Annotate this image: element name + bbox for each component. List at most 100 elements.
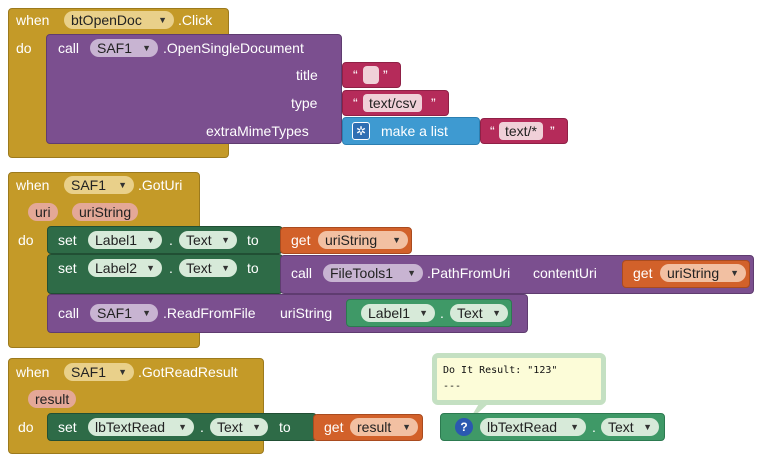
component-label: Label1 bbox=[95, 232, 138, 248]
dropdown-arrow-icon: ▼ bbox=[221, 263, 230, 273]
set-block-label1-text[interactable] bbox=[47, 226, 283, 254]
dropdown-arrow-icon: ▼ bbox=[492, 308, 501, 318]
event-name: .GotUri bbox=[138, 177, 183, 193]
dropdown-arrow-icon: ▼ bbox=[570, 422, 579, 432]
dropdown-arrow-icon: ▼ bbox=[392, 235, 401, 245]
text-value-empty[interactable] bbox=[363, 66, 379, 84]
dropdown-arrow-icon: ▼ bbox=[158, 15, 167, 25]
get-keyword: get bbox=[291, 232, 311, 248]
method-name: .OpenSingleDocument bbox=[163, 40, 304, 56]
set-keyword: set bbox=[58, 232, 77, 248]
component-dropdown-saf1[interactable]: SAF1 ▼ bbox=[64, 176, 134, 194]
variable-label: result bbox=[357, 419, 392, 435]
when-keyword: when bbox=[16, 177, 50, 193]
component-dropdown-label1[interactable]: Label1 ▼ bbox=[88, 231, 162, 249]
dot-separator: . bbox=[169, 232, 173, 248]
dropdown-arrow-icon: ▼ bbox=[730, 268, 739, 278]
do-it-result-bubble: Do It Result: "123" --- bbox=[432, 353, 606, 405]
dot-separator: . bbox=[200, 419, 204, 435]
arg-label-extramimetypes: extraMimeTypes bbox=[206, 123, 309, 139]
set-block-label2-text[interactable] bbox=[47, 254, 283, 294]
component-label: SAF1 bbox=[97, 305, 133, 321]
quote-close: ” bbox=[431, 95, 436, 111]
call-keyword: call bbox=[58, 305, 80, 321]
make-a-list-label: make a list bbox=[381, 123, 448, 139]
get-keyword: get bbox=[324, 419, 344, 435]
dropdown-arrow-icon: ▼ bbox=[643, 422, 652, 432]
call-keyword: call bbox=[291, 265, 313, 281]
component-dropdown-lbtextread[interactable]: lbTextRead ▼ bbox=[88, 418, 194, 436]
to-keyword: to bbox=[279, 419, 291, 435]
dropdown-arrow-icon: ▼ bbox=[178, 422, 187, 432]
component-label: Label2 bbox=[95, 260, 138, 276]
gear-icon[interactable]: ✲ bbox=[352, 122, 370, 140]
arg-label-uristring: uriString bbox=[280, 305, 333, 321]
component-dropdown-lbtextread[interactable]: lbTextRead ▼ bbox=[480, 418, 586, 436]
param-uristring[interactable]: uriString bbox=[72, 203, 139, 221]
component-label: Label1 bbox=[368, 305, 411, 321]
component-label: btOpenDoc bbox=[71, 12, 142, 28]
variable-dropdown-result[interactable]: result ▼ bbox=[350, 418, 418, 436]
component-label: lbTextRead bbox=[487, 419, 558, 435]
dropdown-arrow-icon: ▼ bbox=[146, 263, 155, 273]
event-name: .Click bbox=[178, 12, 213, 28]
dropdown-arrow-icon: ▼ bbox=[419, 308, 428, 318]
component-label: SAF1 bbox=[71, 364, 107, 380]
arg-label-title: title bbox=[296, 67, 318, 83]
quote-close: ” bbox=[383, 67, 388, 83]
property-label: Text bbox=[608, 419, 634, 435]
property-dropdown-text[interactable]: Text ▼ bbox=[179, 259, 237, 277]
property-dropdown-text[interactable]: Text ▼ bbox=[210, 418, 268, 436]
variable-dropdown-uristring[interactable]: uriString ▼ bbox=[660, 264, 746, 282]
component-dropdown-saf1[interactable]: SAF1 ▼ bbox=[90, 304, 158, 322]
arg-label-contenturi: contentUri bbox=[533, 265, 597, 281]
dot-separator: . bbox=[592, 419, 596, 435]
dropdown-arrow-icon: ▼ bbox=[146, 235, 155, 245]
variable-label: uriString bbox=[667, 265, 720, 281]
variable-label: uriString bbox=[325, 232, 378, 248]
component-label: SAF1 bbox=[71, 177, 107, 193]
dropdown-arrow-icon: ▼ bbox=[142, 308, 151, 318]
do-keyword: do bbox=[16, 40, 32, 56]
text-value-wildcard[interactable]: text/* bbox=[499, 122, 543, 140]
component-dropdown-btopendoc[interactable]: btOpenDoc ▼ bbox=[64, 11, 174, 29]
component-dropdown-filetools1[interactable]: FileTools1▼ bbox=[323, 264, 423, 282]
component-label: SAF1 bbox=[97, 40, 133, 56]
component-dropdown-label2[interactable]: Label2 ▼ bbox=[88, 259, 162, 277]
component-label: lbTextRead bbox=[95, 419, 166, 435]
question-icon[interactable]: ? bbox=[455, 418, 473, 436]
set-keyword: set bbox=[58, 260, 77, 276]
do-keyword: do bbox=[18, 232, 34, 248]
quote-close: ” bbox=[550, 123, 555, 139]
dropdown-arrow-icon: ▼ bbox=[252, 422, 261, 432]
param-result[interactable]: result bbox=[28, 390, 77, 408]
bubble-separator: --- bbox=[443, 381, 462, 392]
quote-open: “ bbox=[353, 95, 358, 111]
component-dropdown-saf1[interactable]: SAF1 ▼ bbox=[90, 39, 158, 57]
dropdown-arrow-icon: ▼ bbox=[118, 180, 127, 190]
component-dropdown-label1[interactable]: Label1 ▼ bbox=[361, 304, 435, 322]
variable-dropdown-uristring[interactable]: uriString ▼ bbox=[318, 231, 408, 249]
call-keyword: call bbox=[58, 40, 80, 56]
dropdown-arrow-icon: ▼ bbox=[221, 235, 230, 245]
dropdown-arrow-icon: ▼ bbox=[142, 43, 151, 53]
do-keyword: do bbox=[18, 419, 34, 435]
property-dropdown-text[interactable]: Text ▼ bbox=[601, 418, 659, 436]
text-value-csv[interactable]: text/csv bbox=[363, 94, 423, 112]
dot-separator: . bbox=[169, 260, 173, 276]
component-dropdown-saf1[interactable]: SAF1▼ bbox=[64, 363, 134, 381]
property-label: Text bbox=[217, 419, 243, 435]
quote-open: “ bbox=[353, 67, 358, 83]
arg-label-type: type bbox=[291, 95, 318, 111]
property-label: Text bbox=[186, 232, 212, 248]
property-dropdown-text[interactable]: Text▼ bbox=[450, 304, 508, 322]
set-keyword: set bbox=[58, 419, 77, 435]
dropdown-arrow-icon: ▼ bbox=[402, 422, 411, 432]
to-keyword: to bbox=[247, 260, 259, 276]
method-name: .ReadFromFile bbox=[163, 305, 256, 321]
property-label: Text bbox=[186, 260, 212, 276]
param-uri[interactable]: uri bbox=[28, 203, 58, 221]
event-name: .GotReadResult bbox=[138, 364, 238, 380]
when-keyword: when bbox=[16, 12, 50, 28]
property-dropdown-text[interactable]: Text ▼ bbox=[179, 231, 237, 249]
